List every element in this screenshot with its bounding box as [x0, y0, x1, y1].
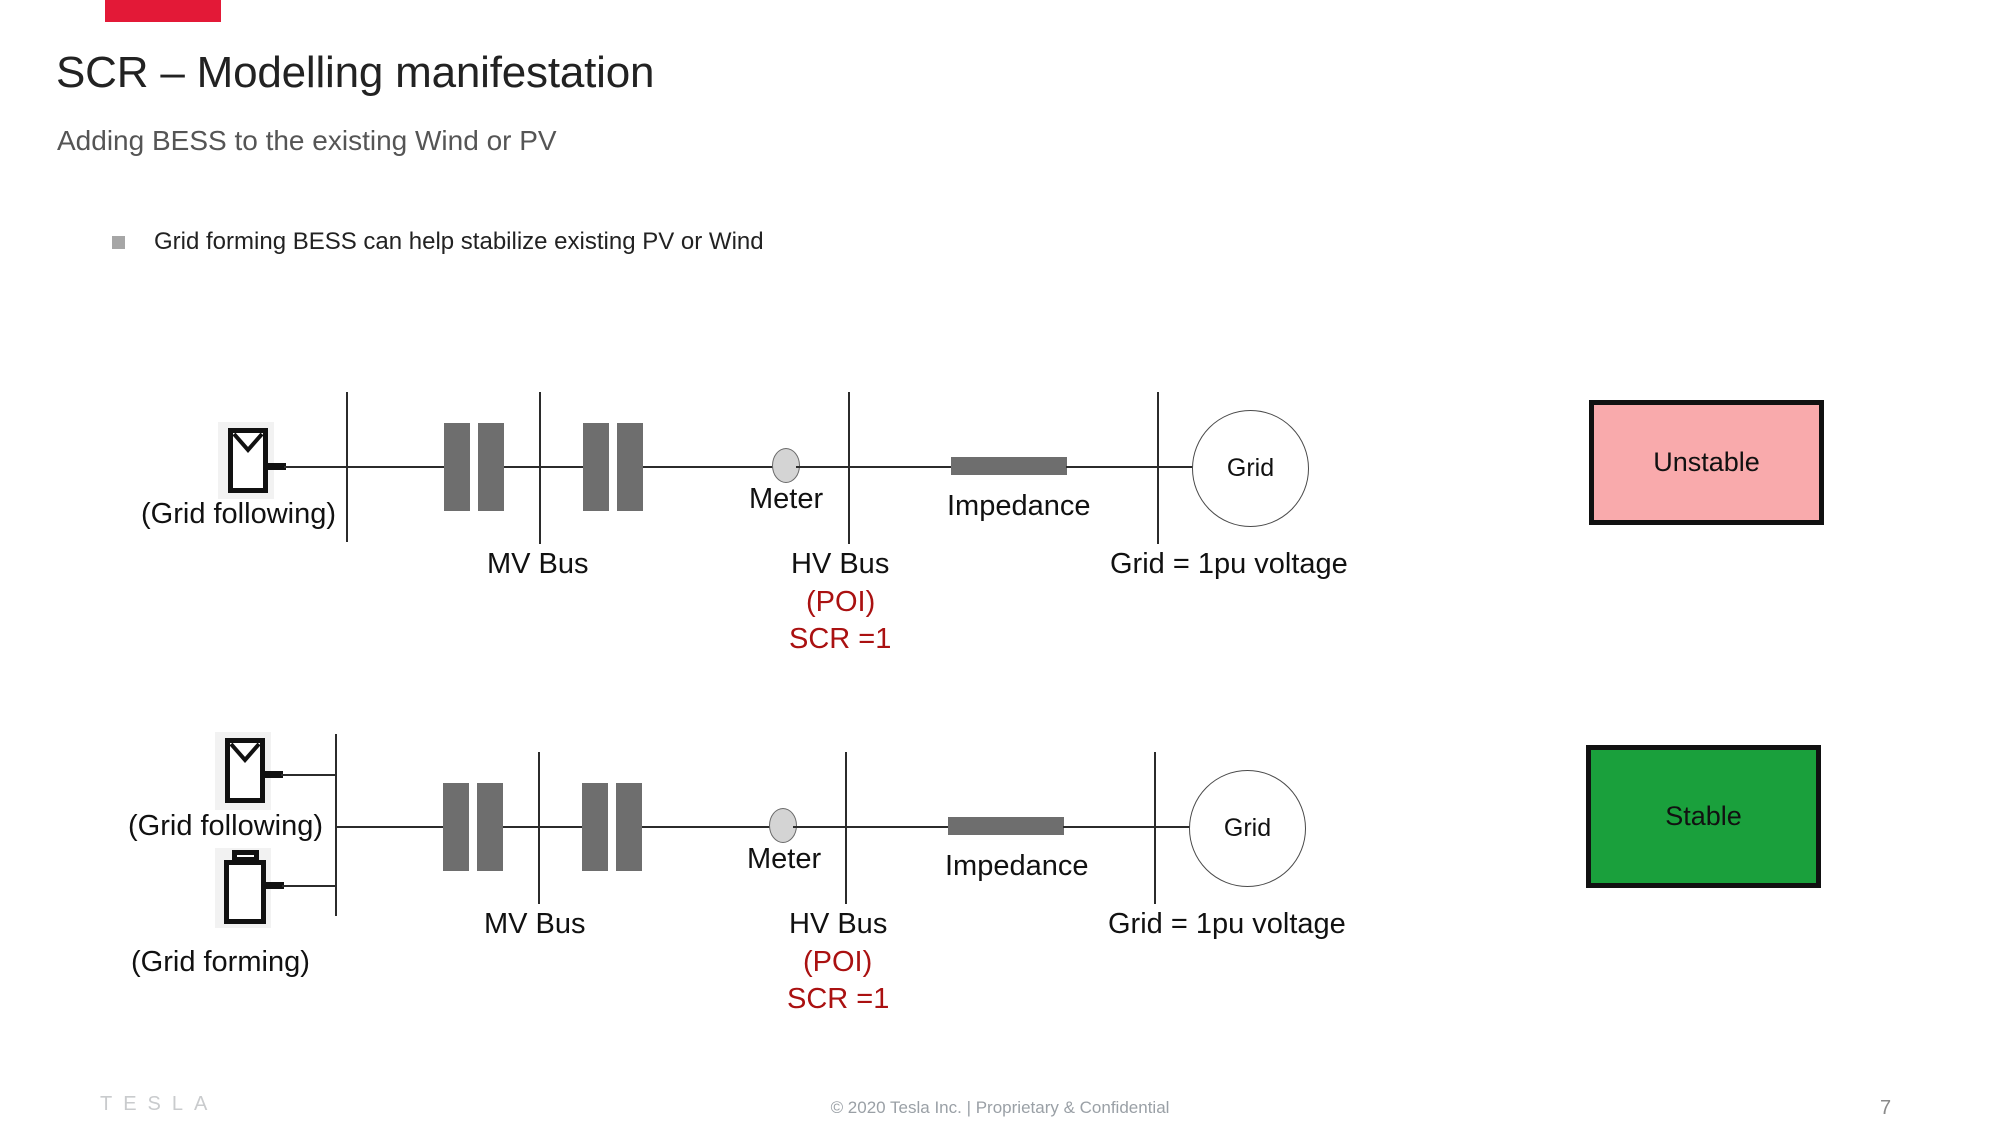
transformer-2-bar-a-2 [582, 783, 608, 871]
meter-icon-1 [772, 448, 800, 483]
bullet-row: Grid forming BESS can help stabilize exi… [112, 228, 764, 256]
poi-label-2: (POI) [803, 946, 873, 978]
poi-label-1: (POI) [806, 586, 876, 618]
wire-gf-device-to-bus-2 [281, 774, 335, 776]
status-badge-unstable-label: Unstable [1653, 447, 1760, 477]
wire-hvbus-to-impedance-1 [848, 466, 953, 468]
grid-node-icon-1: Grid [1192, 410, 1309, 527]
scr-label-1: SCR =1 [789, 623, 892, 655]
wire-impedance-to-gridbus-2 [1063, 826, 1156, 828]
grid-following-stub-2 [263, 771, 283, 778]
wire-hvbus-to-impedance-2 [845, 826, 950, 828]
wire-meter-to-hvbus-1 [796, 466, 850, 468]
impedance-label-1: Impedance [947, 490, 1091, 522]
grid-bus-line-1 [1157, 392, 1159, 544]
grid-node-label-2: Grid [1223, 814, 1272, 842]
meter-icon-2 [769, 808, 797, 843]
wire-gridbus-to-grid-1 [1157, 466, 1195, 468]
page-title: SCR – Modelling manifestation [56, 48, 655, 97]
wire-bus-to-xfmr1-1 [346, 466, 444, 468]
grid-voltage-label-1: Grid = 1pu voltage [1110, 548, 1348, 580]
mv-bus-line-2 [538, 752, 540, 904]
grid-following-notch-icon-2 [230, 743, 260, 764]
footer-copyright: © 2020 Tesla Inc. | Proprietary & Confid… [830, 1098, 1170, 1117]
grid-following-label-2: (Grid following) [128, 810, 323, 842]
wire-gridbus-to-grid-2 [1154, 826, 1192, 828]
page-subtitle: Adding BESS to the existing Wind or PV [57, 125, 557, 156]
wire-xfmr1-to-mvbus-2 [503, 826, 539, 828]
grid-forming-bess-cap-icon [232, 850, 259, 862]
grid-following-inverter-icon-1 [228, 428, 268, 493]
scr-label-2: SCR =1 [787, 983, 890, 1015]
grid-forming-label-2: (Grid forming) [131, 946, 310, 978]
transformer-2-bar-b-2 [616, 783, 642, 871]
diagram-unstable: (Grid following) MV Bus Meter HV Bus (PO… [0, 380, 1500, 740]
transformer-1-bar-b-2 [477, 783, 503, 871]
transformer-1-bar-a [444, 423, 470, 511]
wire-device-to-mvbus-1 [284, 466, 346, 468]
page-number: 7 [1880, 1097, 1892, 1119]
grid-node-label-1: Grid [1226, 454, 1275, 482]
wire-mvbus-to-xfmr2-2 [538, 826, 582, 828]
grid-following-notch-icon-1 [233, 433, 263, 454]
bus-left-2 [335, 734, 337, 916]
status-badge-stable: Stable [1586, 745, 1821, 888]
wire-gfm-device-to-bus-2 [282, 885, 335, 887]
bullet-square-icon [112, 235, 125, 249]
grid-forming-stub-2 [264, 882, 284, 889]
transformer-2-bar-a [583, 423, 609, 511]
status-badge-unstable: Unstable [1589, 400, 1824, 525]
grid-following-inverter-icon-2 [225, 738, 265, 803]
brand-accent-bar [105, 0, 221, 22]
meter-label-1: Meter [749, 483, 824, 515]
grid-following-stub-1 [266, 463, 286, 470]
impedance-icon-2 [948, 817, 1064, 835]
grid-bus-line-2 [1154, 752, 1156, 904]
tesla-logo: TESLA [100, 1093, 219, 1115]
wire-mvbus-to-xfmr2-1 [539, 466, 583, 468]
hv-bus-line-2 [845, 752, 847, 904]
transformer-1-bar-b [478, 423, 504, 511]
grid-following-label-1: (Grid following) [141, 498, 336, 530]
mv-bus-label-1: MV Bus [487, 548, 589, 580]
wire-xfmr2-to-meter-2 [642, 826, 774, 828]
grid-node-icon-2: Grid [1189, 770, 1306, 887]
meter-label-2: Meter [747, 843, 822, 875]
impedance-icon-1 [951, 457, 1067, 475]
diagram-stable: (Grid following) (Grid forming) MV Bus M… [0, 700, 1500, 1060]
mv-bus-line-1 [539, 392, 541, 544]
grid-voltage-label-2: Grid = 1pu voltage [1108, 908, 1346, 940]
hv-bus-line-1 [848, 392, 850, 544]
transformer-1-bar-a-2 [443, 783, 469, 871]
transformer-2-bar-b [617, 423, 643, 511]
status-badge-stable-label: Stable [1665, 801, 1742, 831]
hv-bus-label-1: HV Bus [791, 548, 890, 580]
wire-xfmr1-to-mvbus-1 [504, 466, 540, 468]
bullet-text: Grid forming BESS can help stabilize exi… [154, 228, 764, 255]
impedance-label-2: Impedance [945, 850, 1089, 882]
grid-forming-bess-icon-2 [224, 860, 266, 924]
wire-meter-to-hvbus-2 [793, 826, 847, 828]
mv-bus-label-2: MV Bus [484, 908, 586, 940]
wire-xfmr2-to-meter-1 [643, 466, 777, 468]
wire-bus-to-xfmr1-2 [335, 826, 445, 828]
hv-bus-label-2: HV Bus [789, 908, 888, 940]
wire-impedance-to-gridbus-1 [1066, 466, 1159, 468]
